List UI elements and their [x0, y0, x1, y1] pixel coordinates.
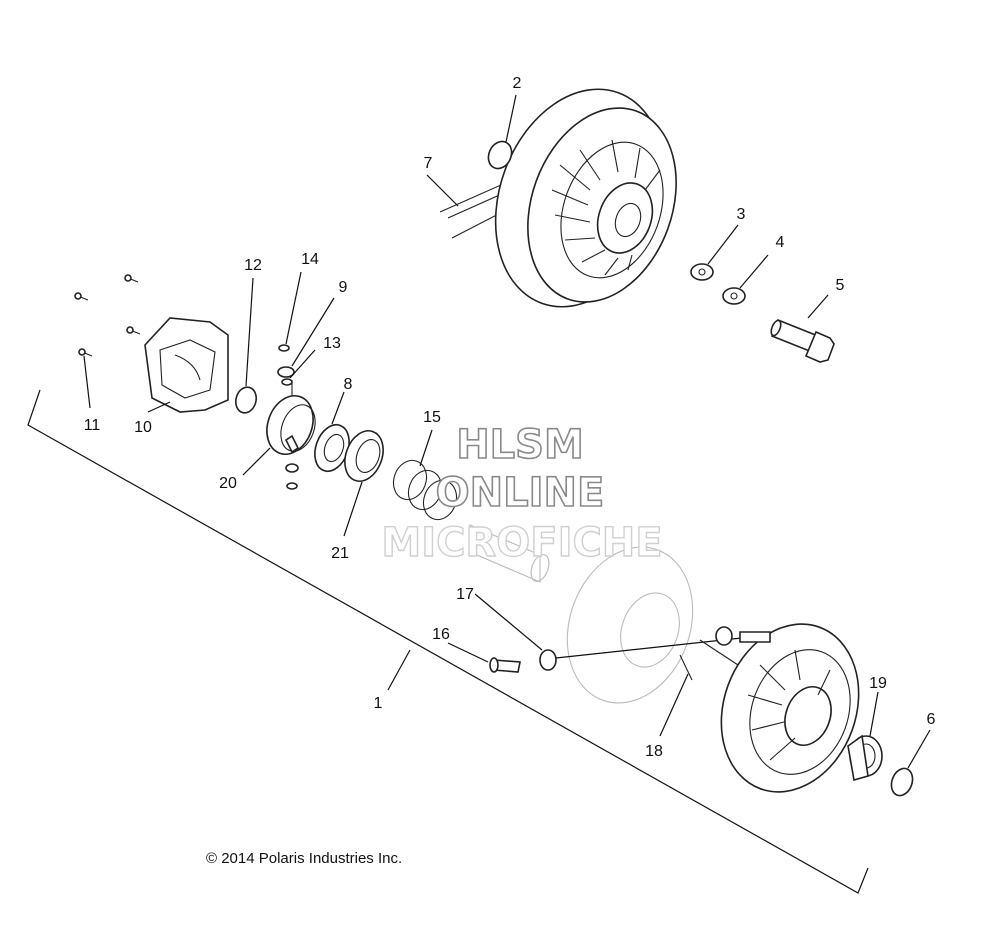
- callout-labels: 1 2 3 4 5 6 7 8 9 10 11 12 13 14 15 16 1…: [84, 75, 936, 760]
- callout-3: 3: [737, 206, 746, 223]
- screws-11: [74, 274, 141, 357]
- callout-5: 5: [836, 277, 845, 294]
- callout-17: 17: [456, 586, 474, 603]
- washer-3: [690, 263, 714, 281]
- roller-hw: [715, 626, 771, 646]
- watermark-line-3: MICROFICHE: [381, 520, 662, 566]
- callout-14: 14: [301, 251, 319, 268]
- watermark-line-2: ONLINE: [436, 470, 605, 516]
- clip-14: [278, 344, 290, 352]
- driven-clutch-sheave-outer: [566, 546, 694, 704]
- watermark: HLSM ONLINE MICROFICHE: [381, 421, 664, 567]
- washer-4: [722, 287, 746, 305]
- leader-lines: [83, 94, 931, 769]
- washer-2: [487, 140, 513, 170]
- driven-clutch-sheave-inner: [720, 623, 860, 793]
- callout-10: 10: [134, 419, 152, 436]
- callout-13: 13: [323, 335, 341, 352]
- drive-clutch-sheave: [494, 88, 677, 308]
- spring-15: [392, 459, 458, 521]
- pin-16: [489, 657, 521, 673]
- callout-18: 18: [645, 743, 663, 760]
- cover-10: [144, 317, 229, 413]
- assembly-bracket: [27, 389, 869, 894]
- spider-20: [266, 380, 316, 490]
- callout-8: 8: [344, 376, 353, 393]
- roller-9: [277, 366, 295, 378]
- callout-9: 9: [339, 279, 348, 296]
- snap-ring-6: [890, 767, 914, 797]
- callout-16: 16: [432, 626, 450, 643]
- snap-ring-12: [234, 386, 258, 414]
- shaft: [469, 524, 550, 583]
- callout-6: 6: [927, 711, 936, 728]
- copyright-notice: © 2014 Polaris Industries Inc.: [206, 850, 402, 867]
- callout-1: 1: [374, 695, 383, 712]
- callout-15: 15: [423, 409, 441, 426]
- callout-2: 2: [513, 75, 522, 92]
- callout-21: 21: [331, 545, 349, 562]
- callout-7: 7: [424, 155, 433, 172]
- callout-4: 4: [776, 234, 785, 251]
- callout-19: 19: [869, 675, 887, 692]
- bearing-19: [847, 734, 883, 782]
- bushing-13: [281, 378, 293, 386]
- callout-20: 20: [219, 475, 237, 492]
- callout-11: 11: [84, 417, 101, 434]
- callout-12: 12: [244, 257, 262, 274]
- pin-18: [679, 639, 739, 681]
- watermark-line-1: HLSM: [456, 422, 584, 468]
- bolt-5: [770, 318, 835, 363]
